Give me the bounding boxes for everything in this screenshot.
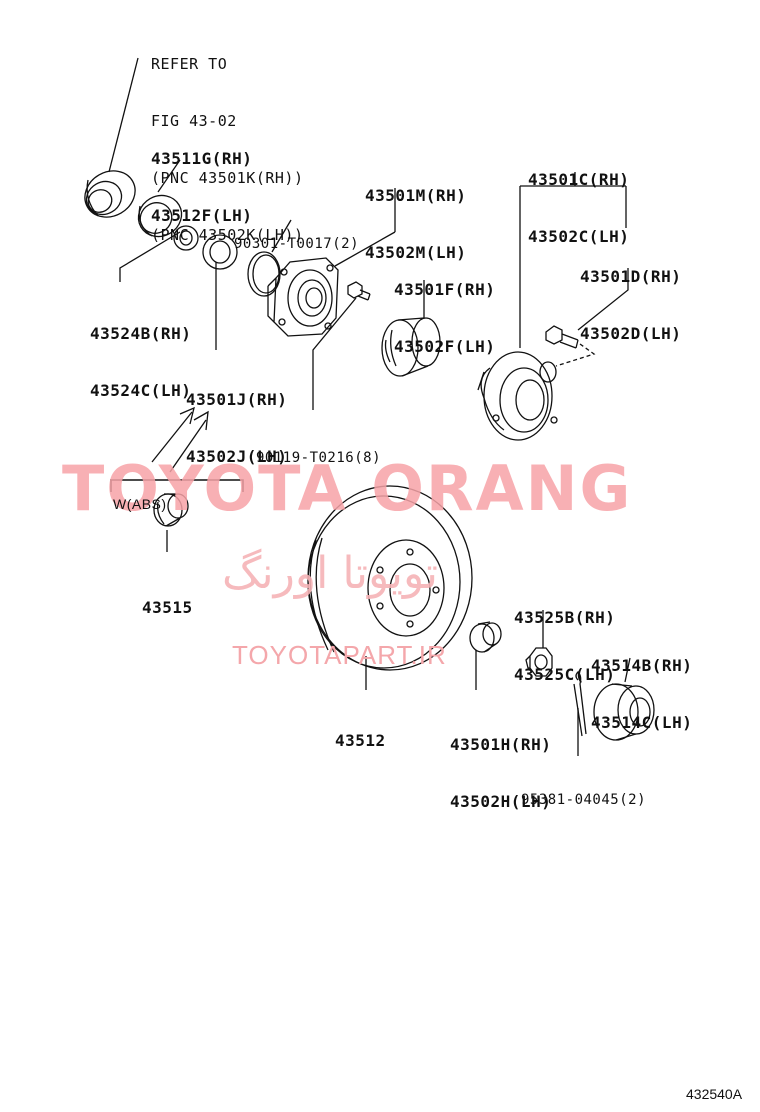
watermark-site: TOYOTAPART.IR: [232, 640, 447, 670]
part-number-lh: 43525C(LH): [514, 665, 616, 684]
abs-sensor-rotor: [154, 494, 188, 526]
watermark-persian: تویوتا اورنگ: [222, 548, 438, 599]
part-number-rh: 43501M(RH): [365, 186, 467, 205]
part-number-lh: 43502C(LH): [528, 227, 630, 246]
watermark-brand: TOYOTA ORANG: [62, 452, 633, 525]
part-label-43501h[interactable]: 43501H(RH) 43502H(LH): [450, 697, 551, 830]
part-number-rh: 43525B(RH): [514, 608, 616, 627]
part-number-rh: 43501H(RH): [450, 735, 552, 754]
part-label-43515[interactable]: 43515: [142, 560, 193, 636]
direction-arrows: [152, 408, 208, 472]
part-number-rh: 43501C(RH): [528, 170, 630, 189]
figure-number: 432540A: [686, 1086, 743, 1102]
bearing-ring: [203, 235, 237, 269]
brake-disc: [308, 486, 472, 670]
wheel-bearing: [382, 318, 440, 376]
part-label-43501f[interactable]: 43501F(RH) 43502F(LH): [394, 242, 495, 375]
oil-seal-inner: [131, 188, 189, 245]
part-number: 95381-04045(2): [521, 792, 647, 808]
part-label-43514b[interactable]: 43514B(RH) 43514C(LH): [591, 618, 692, 751]
hub-stud-bolt: [546, 326, 594, 366]
part-number-rh: 43514B(RH): [591, 656, 693, 675]
part-number-rh: 43501J(RH): [186, 390, 288, 409]
refer-line-2: FIG 43-02: [151, 112, 237, 130]
part-number: 90119-T0216(8): [256, 450, 382, 466]
part-number-lh: 43514C(LH): [591, 713, 693, 732]
part-label-43501m[interactable]: 43501M(RH) 43502M(LH): [365, 148, 466, 281]
part-number: 90301-T0017(2): [234, 236, 360, 252]
hub-bolt: [348, 282, 370, 300]
hub-flange: [268, 258, 338, 336]
part-number-rh: 43511G(RH): [151, 149, 253, 168]
cotter-pin: [574, 672, 586, 736]
part-label-95381[interactable]: 95381-04045(2): [521, 758, 646, 826]
part-number-rh: 43524B(RH): [90, 324, 192, 343]
oil-seal-outer: [76, 162, 143, 226]
part-number: 43512: [335, 731, 386, 750]
inner-bearing: [470, 622, 501, 652]
part-label-90119[interactable]: 90119-T0216(8): [256, 416, 381, 484]
washer: [174, 226, 198, 250]
refer-note: REFER TO FIG 43-02 (PNC 43501K(RH)) (PNC…: [151, 17, 304, 264]
part-label-43512[interactable]: 43512: [335, 693, 386, 769]
part-label-43525b[interactable]: 43525B(RH) 43525C(LH): [514, 570, 615, 703]
front-axle-hub: [478, 352, 557, 440]
part-label-43501d[interactable]: 43501D(RH) 43502D(LH): [580, 229, 681, 362]
part-number-lh: 43502F(LH): [394, 337, 496, 356]
part-label-90301[interactable]: 90301-T0017(2): [234, 202, 359, 270]
refer-line-4: (PNC 43502K(LH)): [151, 226, 304, 244]
abs-bracket: [111, 480, 243, 492]
part-label-43501c[interactable]: 43501C(RH) 43502C(LH): [528, 132, 629, 265]
part-number-rh: 43501D(RH): [580, 267, 682, 286]
abs-text: W(ABS): [113, 496, 167, 512]
abs-label: W(ABS): [113, 462, 167, 530]
part-number-lh: 43502D(LH): [580, 324, 682, 343]
refer-line-3: (PNC 43501K(RH)): [151, 169, 304, 187]
part-number-lh: 43512F(LH): [151, 206, 253, 225]
part-label-43511g[interactable]: 43511G(RH) 43512F(LH): [151, 111, 252, 244]
part-number-lh: 43502M(LH): [365, 243, 467, 262]
part-number-rh: 43501F(RH): [394, 280, 496, 299]
grease-cap: [594, 684, 654, 740]
refer-line-1: REFER TO: [151, 55, 228, 73]
part-number-lh: 43524C(LH): [90, 381, 192, 400]
part-number-lh: 43502J(LH): [186, 447, 288, 466]
part-label-43501j[interactable]: 43501J(RH) 43502J(LH): [186, 352, 287, 485]
part-label-43524b[interactable]: 43524B(RH) 43524C(LH): [90, 286, 191, 419]
leader-lines: [109, 58, 630, 756]
part-number: 43515: [142, 598, 193, 617]
lock-nut: [526, 648, 552, 676]
part-number-lh: 43502H(LH): [450, 792, 552, 811]
